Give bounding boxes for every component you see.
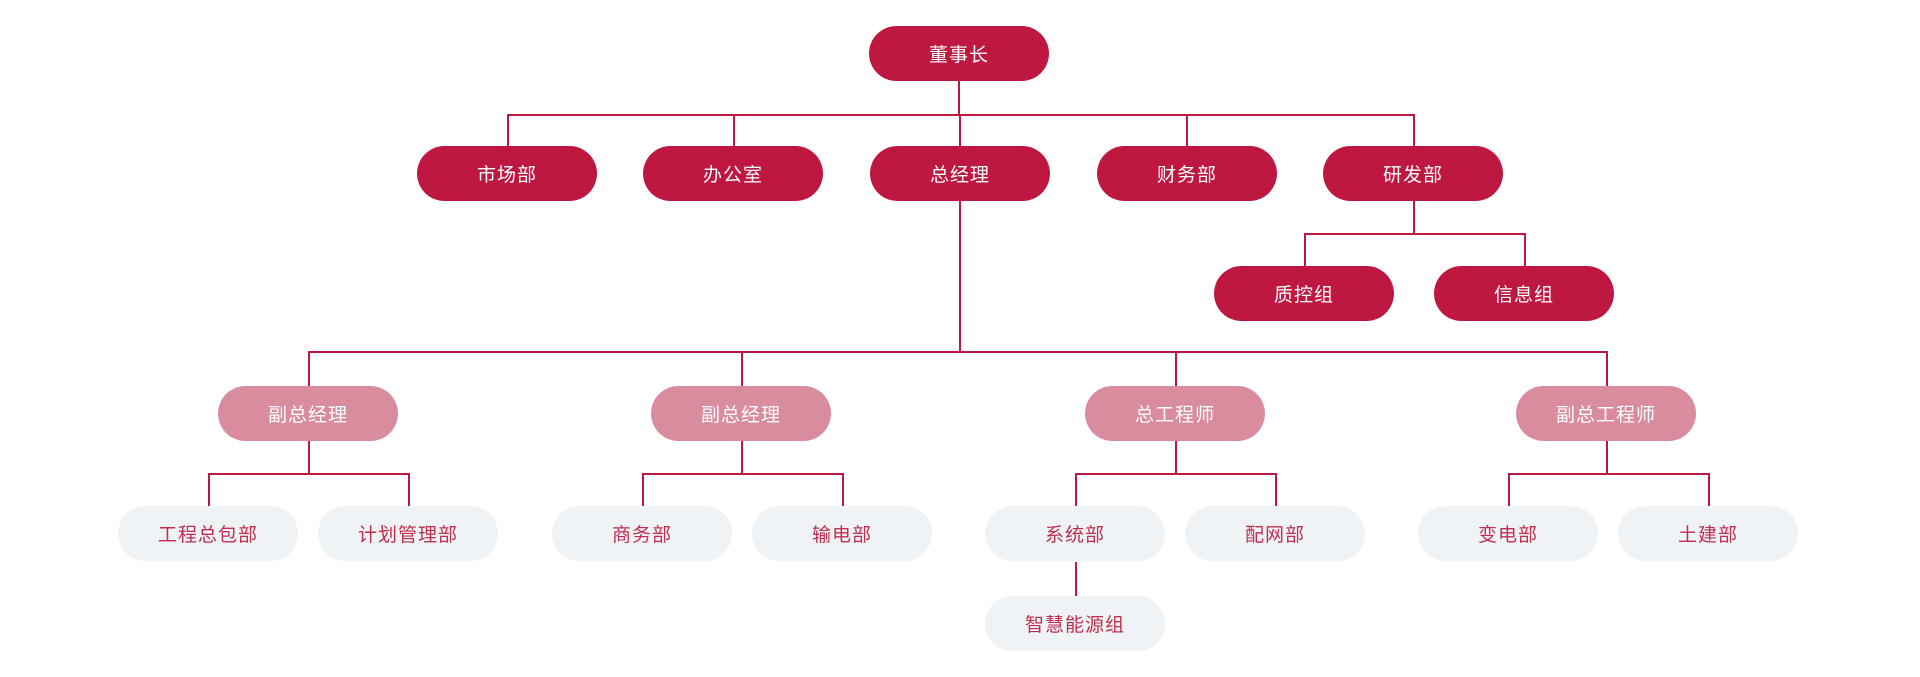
node-label: 办公室 bbox=[702, 165, 763, 186]
connector-line bbox=[741, 441, 743, 473]
connector-line bbox=[507, 114, 1414, 116]
node-label: 副总经理 bbox=[267, 405, 348, 426]
connector-line bbox=[1304, 233, 1306, 266]
node-label: 董事长 bbox=[928, 45, 989, 66]
org-node-deputy-gm-1[interactable]: 副总经理 bbox=[218, 386, 398, 441]
connector-line bbox=[642, 473, 644, 506]
node-label: 变电部 bbox=[1477, 525, 1538, 546]
connector-line bbox=[1304, 233, 1525, 235]
connector-line bbox=[1275, 473, 1277, 506]
node-label: 总经理 bbox=[929, 165, 990, 186]
org-node-deputy-chief-engineer[interactable]: 副总工程师 bbox=[1516, 386, 1696, 441]
node-label: 财务部 bbox=[1156, 165, 1217, 186]
node-label: 系统部 bbox=[1044, 525, 1105, 546]
connector-line bbox=[642, 473, 843, 475]
node-label: 总工程师 bbox=[1134, 405, 1215, 426]
org-node-deputy-gm-2[interactable]: 副总经理 bbox=[651, 386, 831, 441]
org-node-commerce-dept[interactable]: 商务部 bbox=[552, 506, 732, 561]
connector-line bbox=[308, 351, 310, 386]
connector-line bbox=[1075, 473, 1077, 506]
node-label: 质控组 bbox=[1273, 285, 1334, 306]
connector-line bbox=[842, 473, 844, 506]
org-node-general-manager[interactable]: 总经理 bbox=[870, 146, 1050, 201]
connector-line bbox=[1508, 473, 1709, 475]
node-label: 土建部 bbox=[1677, 525, 1738, 546]
connector-line bbox=[308, 441, 310, 473]
org-node-office[interactable]: 办公室 bbox=[643, 146, 823, 201]
node-label: 市场部 bbox=[476, 165, 537, 186]
connector-line bbox=[208, 473, 409, 475]
connector-line bbox=[1606, 351, 1608, 386]
node-label: 输电部 bbox=[811, 525, 872, 546]
node-label: 信息组 bbox=[1493, 285, 1554, 306]
org-node-epc-dept[interactable]: 工程总包部 bbox=[118, 506, 298, 561]
org-node-transmission-dept[interactable]: 输电部 bbox=[752, 506, 932, 561]
node-label: 工程总包部 bbox=[157, 525, 258, 546]
connector-line bbox=[1508, 473, 1510, 506]
node-label: 计划管理部 bbox=[357, 525, 458, 546]
connector-line bbox=[1413, 114, 1415, 147]
connector-line bbox=[208, 473, 210, 506]
org-node-smart-energy-group[interactable]: 智慧能源组 bbox=[985, 596, 1165, 651]
connector-line bbox=[959, 201, 961, 351]
org-node-quality-control-group[interactable]: 质控组 bbox=[1214, 266, 1394, 321]
node-label: 商务部 bbox=[611, 525, 672, 546]
node-label: 配网部 bbox=[1244, 525, 1305, 546]
connector-line bbox=[959, 114, 961, 147]
node-label: 智慧能源组 bbox=[1024, 615, 1125, 636]
connector-line bbox=[408, 473, 410, 506]
connector-line bbox=[733, 114, 735, 147]
org-node-rnd-dept[interactable]: 研发部 bbox=[1323, 146, 1503, 201]
org-node-substation-dept[interactable]: 变电部 bbox=[1418, 506, 1598, 561]
connector-line bbox=[1606, 441, 1608, 473]
org-node-chief-engineer[interactable]: 总工程师 bbox=[1085, 386, 1265, 441]
org-node-civil-dept[interactable]: 土建部 bbox=[1618, 506, 1798, 561]
org-node-system-dept[interactable]: 系统部 bbox=[985, 506, 1165, 561]
connector-line bbox=[507, 114, 509, 147]
org-node-information-group[interactable]: 信息组 bbox=[1434, 266, 1614, 321]
org-node-planning-mgmt-dept[interactable]: 计划管理部 bbox=[318, 506, 498, 561]
connector-line bbox=[741, 351, 743, 386]
node-label: 研发部 bbox=[1382, 165, 1443, 186]
connector-line bbox=[1075, 562, 1077, 596]
connector-line bbox=[1413, 201, 1415, 233]
org-node-marketing-dept[interactable]: 市场部 bbox=[417, 146, 597, 201]
connector-line bbox=[1175, 351, 1177, 386]
connector-line bbox=[1186, 114, 1188, 147]
connector-line bbox=[308, 351, 1607, 353]
connector-line bbox=[1708, 473, 1710, 506]
node-label: 副总经理 bbox=[700, 405, 781, 426]
org-node-chairman[interactable]: 董事长 bbox=[869, 26, 1049, 81]
connector-line bbox=[1175, 441, 1177, 473]
connector-line bbox=[958, 81, 960, 114]
connector-line bbox=[1075, 473, 1276, 475]
node-label: 副总工程师 bbox=[1555, 405, 1656, 426]
org-node-finance-dept[interactable]: 财务部 bbox=[1097, 146, 1277, 201]
connector-line bbox=[1524, 233, 1526, 266]
org-node-distribution-dept[interactable]: 配网部 bbox=[1185, 506, 1365, 561]
